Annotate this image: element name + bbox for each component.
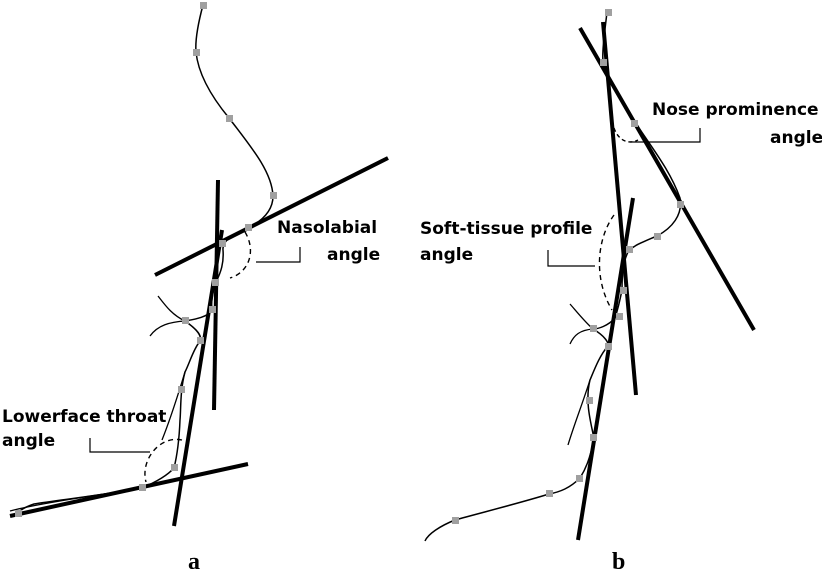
landmark-point [209, 306, 216, 313]
panel-a-nasolabial-label-line1: Nasolabial [277, 218, 377, 238]
panel-a-lowerface-label-line1: Lowerface throat [2, 407, 166, 427]
landmark-point [212, 279, 219, 286]
panel-a-landmarks [15, 2, 277, 517]
landmark-point [600, 59, 607, 66]
landmark-point [197, 337, 204, 344]
panel-b-throat-curve [567, 379, 591, 446]
panel-a-lowerface-arc [144, 438, 183, 483]
landmark-point [270, 192, 277, 199]
panel-b-profile-curve [424, 11, 682, 542]
panel-a: Nasolabial angle Lowerface throat angle … [2, 2, 389, 575]
panel-a-throat-curve [161, 371, 186, 441]
landmark-point [200, 2, 207, 9]
landmark-point [605, 9, 612, 16]
panel-b-nose-label-line2: angle [770, 128, 822, 148]
panel-a-profile-curve [16, 4, 274, 515]
landmark-point [182, 317, 189, 324]
panel-a-letter: a [188, 549, 200, 575]
landmark-point [605, 343, 612, 350]
landmark-point [631, 120, 638, 127]
panel-b-softtissue-label-line2: angle [420, 245, 473, 265]
panel-b-lip-curve [569, 328, 594, 345]
landmark-point [139, 484, 146, 491]
landmark-point [654, 233, 661, 240]
landmark-point [590, 434, 597, 441]
panel-b-letter: b [612, 549, 625, 575]
landmark-point [245, 224, 252, 231]
landmark-point [219, 240, 226, 247]
landmark-point [171, 464, 178, 471]
landmark-point [620, 287, 627, 294]
landmark-point [15, 510, 22, 517]
landmark-point [616, 313, 623, 320]
panel-a-lowerface-label-line2: angle [2, 431, 55, 451]
panel-a-nasolabial-arc [229, 231, 252, 279]
landmark-point [452, 517, 459, 524]
panel-b-forehead-line [601, 21, 638, 396]
panel-a-nasolabial-line-1 [154, 156, 389, 277]
panel-b-nose-label-line1: Nose prominence [652, 100, 819, 120]
panel-b-nose-arc [613, 127, 639, 143]
landmark-point [546, 490, 553, 497]
landmark-point [178, 386, 185, 393]
panel-a-throat-line [9, 462, 249, 518]
panel-a-nasolabial-label-line2: angle [327, 245, 380, 265]
panel-b-softtissue-arc [598, 214, 615, 311]
landmark-point [586, 397, 593, 404]
panel-a-nasolabial-leader [256, 247, 301, 263]
panel-b-landmarks [452, 9, 684, 524]
panel-a-nasolabial-line-2 [212, 179, 220, 411]
panel-b-softtissue-leader [547, 250, 595, 267]
panel-b-softtissue-label-line1: Soft-tissue profile [420, 219, 592, 239]
panel-b: Nose prominence angle Soft-tissue profil… [420, 9, 822, 575]
panel-b-lowerface-line [576, 197, 635, 541]
landmark-point [226, 115, 233, 122]
landmark-point [193, 49, 200, 56]
landmark-point [626, 246, 633, 253]
panel-a-chin-curve [157, 295, 186, 322]
panel-a-lowerface-leader [89, 438, 150, 453]
panel-b-nose-leader [630, 128, 701, 143]
panel-a-lip-curve [149, 320, 186, 337]
panel-b-chin-curve [569, 303, 594, 330]
landmark-point [590, 325, 597, 332]
landmark-point [677, 201, 684, 208]
landmark-point [576, 475, 583, 482]
